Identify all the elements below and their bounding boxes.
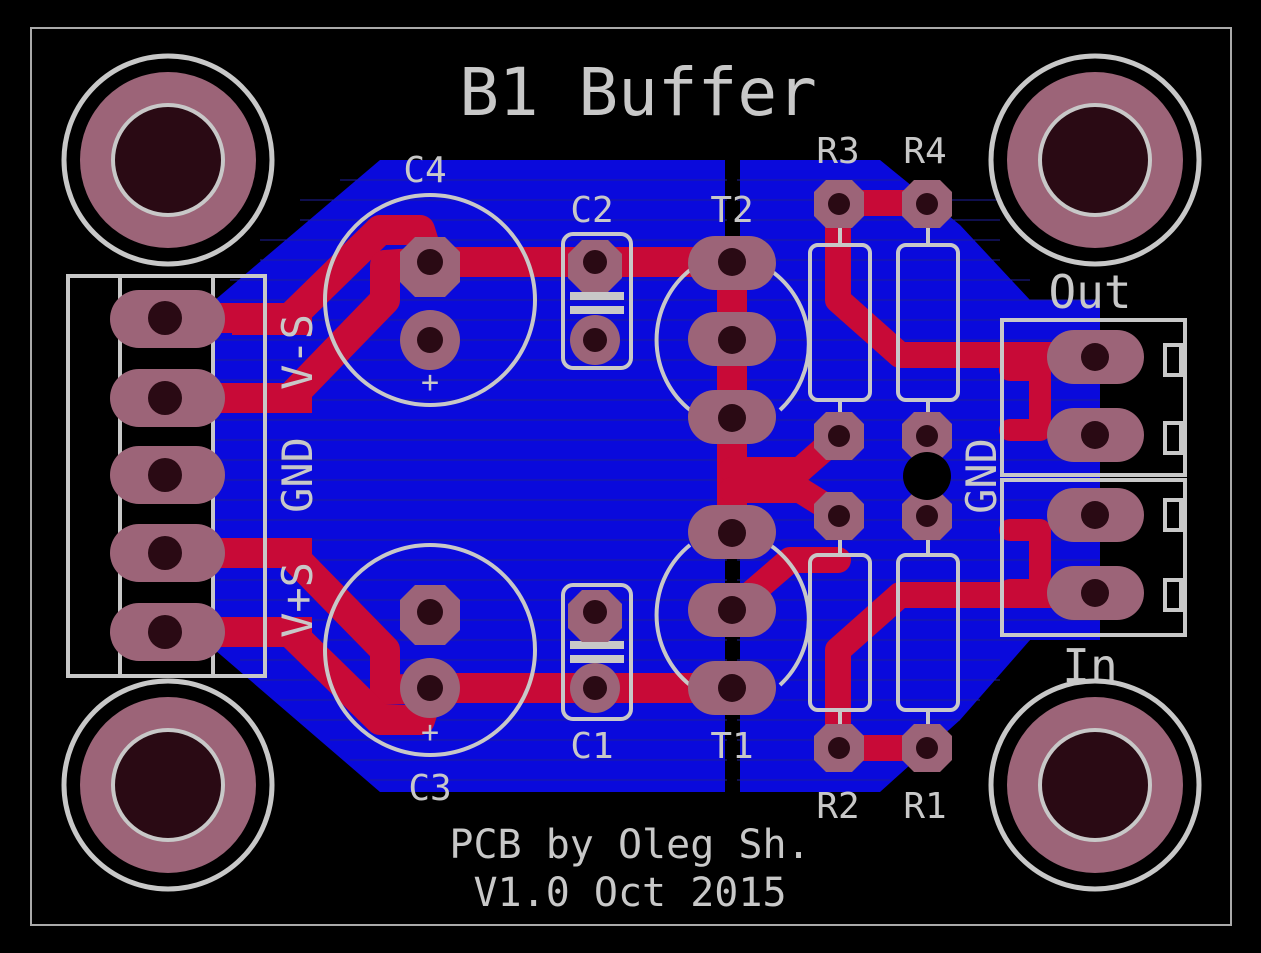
board-title: B1 Buffer — [459, 54, 817, 131]
mounting-hole-bottom-right — [988, 678, 1202, 892]
resistors — [808, 180, 960, 772]
label-r1: R1 — [903, 786, 946, 827]
board-outline — [30, 27, 1232, 926]
terminal-block-left — [66, 274, 267, 678]
label-r3: R3 — [816, 131, 859, 172]
label-c4: C4 — [403, 150, 446, 191]
connector-in — [1000, 478, 1187, 637]
board-credit: PCB by Oleg Sh. — [449, 822, 810, 868]
polarity-plus-c3: + — [421, 715, 439, 750]
capacitor-c3 — [323, 543, 537, 757]
label-v-plus: V+S — [273, 562, 322, 638]
capacitor-c2 — [561, 232, 633, 370]
connector-out — [1000, 318, 1187, 477]
polarity-plus-c4: + — [421, 365, 439, 400]
label-v-minus: V-S — [273, 314, 322, 390]
capacitor-c4 — [323, 193, 537, 407]
mounting-hole-bottom-left — [61, 678, 275, 892]
mounting-hole-top-left — [61, 53, 275, 267]
terminal-pads — [110, 290, 225, 661]
mounting-hole-top-right — [988, 53, 1202, 267]
label-r2: R2 — [816, 786, 859, 827]
label-gnd-left: GND — [273, 437, 322, 513]
capacitor-c1 — [561, 583, 633, 721]
board-version: V1.0 Oct 2015 — [473, 870, 786, 916]
label-out: Out — [1048, 265, 1131, 319]
transistor-t2 — [654, 236, 811, 444]
label-c3: C3 — [408, 768, 451, 809]
label-c2: C2 — [570, 190, 613, 231]
transistor-t1 — [654, 505, 811, 715]
label-t1: T1 — [710, 726, 753, 767]
label-gnd-right: GND — [957, 438, 1006, 514]
silkscreen-labels: B1 Buffer PCB by Oleg Sh. V1.0 Oct 2015 … — [273, 54, 1132, 916]
label-in: In — [1062, 639, 1117, 693]
label-c1: C1 — [570, 726, 613, 767]
label-r4: R4 — [903, 131, 946, 172]
mounting-holes — [61, 53, 1202, 892]
label-t2: T2 — [710, 190, 753, 231]
